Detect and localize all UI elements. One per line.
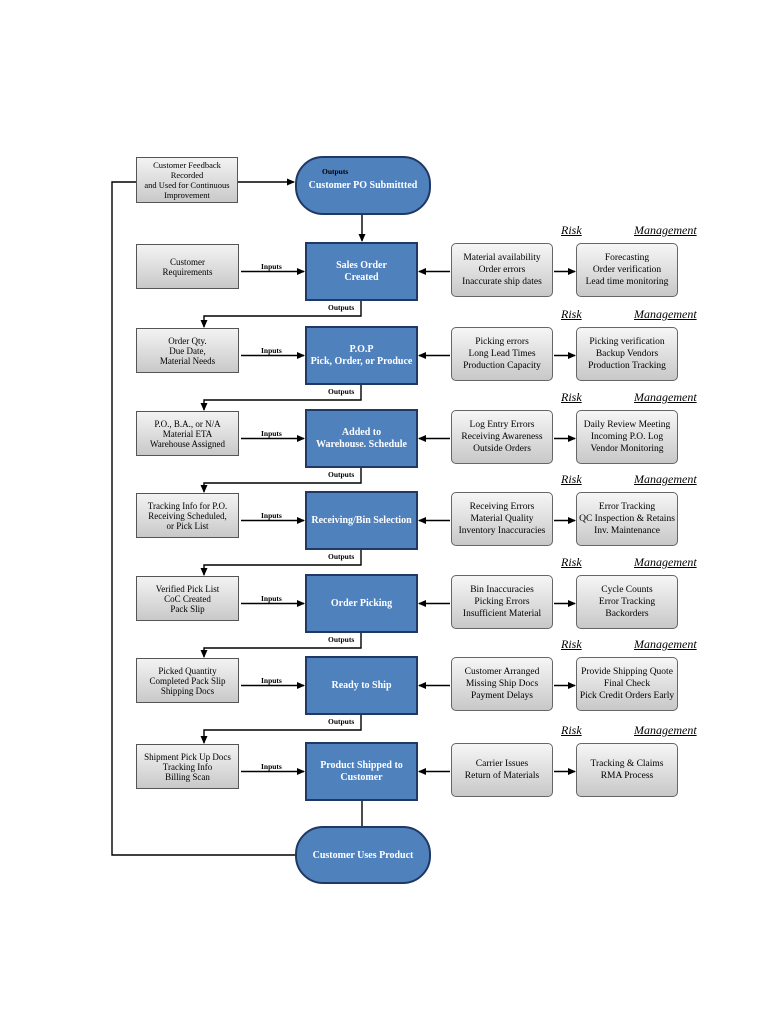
feedback-loop: [111, 181, 295, 856]
management-header: Management: [634, 723, 697, 737]
management-box: Provide Shipping Quote Final Check Pick …: [576, 657, 678, 711]
risk-box: Receiving Errors Material Quality Invent…: [451, 492, 553, 546]
feedback-box: Customer Feedback Recorded and Used for …: [136, 157, 238, 203]
input-box: Tracking Info for P.O. Receiving Schedul…: [136, 493, 239, 538]
inputs-label: Inputs: [261, 261, 282, 271]
flow-arrow: [200, 468, 362, 493]
risk-box: Material availability Order errors Inacc…: [451, 243, 553, 297]
inputs-label: Inputs: [261, 593, 282, 603]
risk-header: Risk: [561, 223, 582, 237]
risk-box: Log Entry Errors Receiving Awareness Out…: [451, 410, 553, 464]
process-step: Ready to Ship: [305, 656, 418, 715]
process-step: Added to Warehouse. Schedule: [305, 409, 418, 468]
risk-box: Bin Inaccuracies Picking Errors Insuffic…: [451, 575, 553, 629]
input-box: Shipment Pick Up Docs Tracking Info Bill…: [136, 744, 239, 789]
management-header: Management: [634, 472, 697, 486]
end-terminal: Customer Uses Product: [295, 826, 431, 884]
process-step: Product Shipped to Customer: [305, 742, 418, 801]
input-box: P.O., B.A., or N/A Material ETA Warehous…: [136, 411, 239, 456]
flow-arrow: [200, 385, 362, 411]
process-step: P.O.P Pick, Order, or Produce: [305, 326, 418, 385]
management-header: Management: [634, 223, 697, 237]
flow-arrow: [200, 301, 362, 328]
inputs-label: Inputs: [261, 428, 282, 438]
outputs-label: Outputs: [328, 635, 355, 644]
management-box: Error Tracking QC Inspection & Retains I…: [576, 492, 678, 546]
management-header: Management: [634, 307, 697, 321]
inputs-label: Inputs: [261, 761, 282, 771]
inputs-label: Inputs: [261, 510, 282, 520]
management-box: Daily Review Meeting Incoming P.O. Log V…: [576, 410, 678, 464]
management-box: Picking verification Backup Vendors Prod…: [576, 327, 678, 381]
management-header: Management: [634, 390, 697, 404]
risk-header: Risk: [561, 555, 582, 569]
process-step: Order Picking: [305, 574, 418, 633]
flow-arrow: [200, 715, 362, 744]
risk-header: Risk: [561, 390, 582, 404]
management-box: Forecasting Order verification Lead time…: [576, 243, 678, 297]
risk-box: Customer Arranged Missing Ship Docs Paym…: [451, 657, 553, 711]
management-box: Cycle Counts Error Tracking Backorders: [576, 575, 678, 629]
process-step: Sales Order Created: [305, 242, 418, 301]
outputs-label: Outputs: [328, 470, 355, 479]
outputs-label-start: Outputs: [322, 167, 349, 176]
management-header: Management: [634, 555, 697, 569]
start-terminal: Customer PO Submittted: [295, 156, 431, 215]
inputs-label: Inputs: [261, 675, 282, 685]
management-box: Tracking & Claims RMA Process: [576, 743, 678, 797]
risk-box: Carrier Issues Return of Materials: [451, 743, 553, 797]
process-step: Receiving/Bin Selection: [305, 491, 418, 550]
flow-arrow: [200, 550, 362, 576]
flow-arrow: [200, 633, 362, 658]
risk-header: Risk: [561, 472, 582, 486]
management-header: Management: [634, 637, 697, 651]
inputs-label: Inputs: [261, 345, 282, 355]
outputs-label: Outputs: [328, 387, 355, 396]
risk-box: Picking errors Long Lead Times Productio…: [451, 327, 553, 381]
risk-header: Risk: [561, 723, 582, 737]
outputs-label: Outputs: [328, 552, 355, 561]
outputs-label: Outputs: [328, 303, 355, 312]
input-box: Order Qty. Due Date, Material Needs: [136, 328, 239, 373]
risk-header: Risk: [561, 307, 582, 321]
input-box: Picked Quantity Completed Pack Slip Ship…: [136, 658, 239, 703]
risk-header: Risk: [561, 637, 582, 651]
input-box: Customer Requirements: [136, 244, 239, 289]
input-box: Verified Pick List CoC Created Pack Slip: [136, 576, 239, 621]
outputs-label: Outputs: [328, 717, 355, 726]
